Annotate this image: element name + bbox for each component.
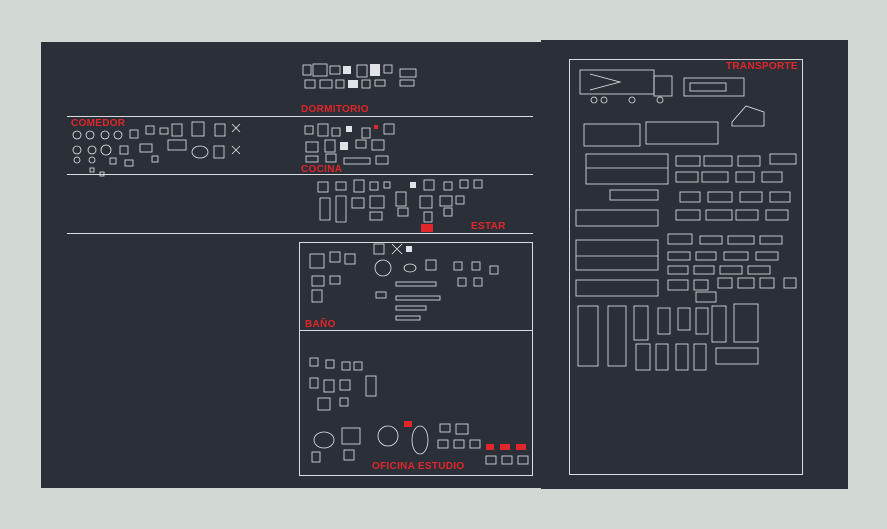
cocina-blocks: [304, 123, 395, 165]
section-label-transporte: TRANSPORTE: [726, 61, 798, 72]
section-label-bano: BAÑO: [305, 319, 336, 330]
dormitorio-blocks: [302, 63, 417, 89]
comedor-blocks: [72, 121, 241, 177]
transporte-blocks: [575, 69, 797, 371]
section-label-dormitorio: DORMITORIO: [301, 104, 369, 115]
bano-blocks: [309, 243, 499, 321]
section-divider-comedor: [67, 174, 533, 175]
section-label-oficina-estudio: OFICINA ESTUDIO: [372, 461, 465, 472]
bano-oficina-frame: [299, 242, 533, 476]
section-label-estar: ESTAR: [471, 221, 506, 232]
transporte-frame: [569, 59, 803, 475]
bano-oficina-divider: [299, 330, 533, 331]
transport-blocks-sheet: [541, 40, 848, 489]
section-divider-dormitorio: [67, 116, 533, 117]
section-divider-estar: [67, 233, 533, 234]
section-label-comedor: COMEDOR: [71, 118, 126, 129]
estar-blocks: [317, 179, 483, 232]
oficina-blocks: [309, 357, 529, 465]
section-label-cocina: COCINA: [301, 164, 343, 175]
